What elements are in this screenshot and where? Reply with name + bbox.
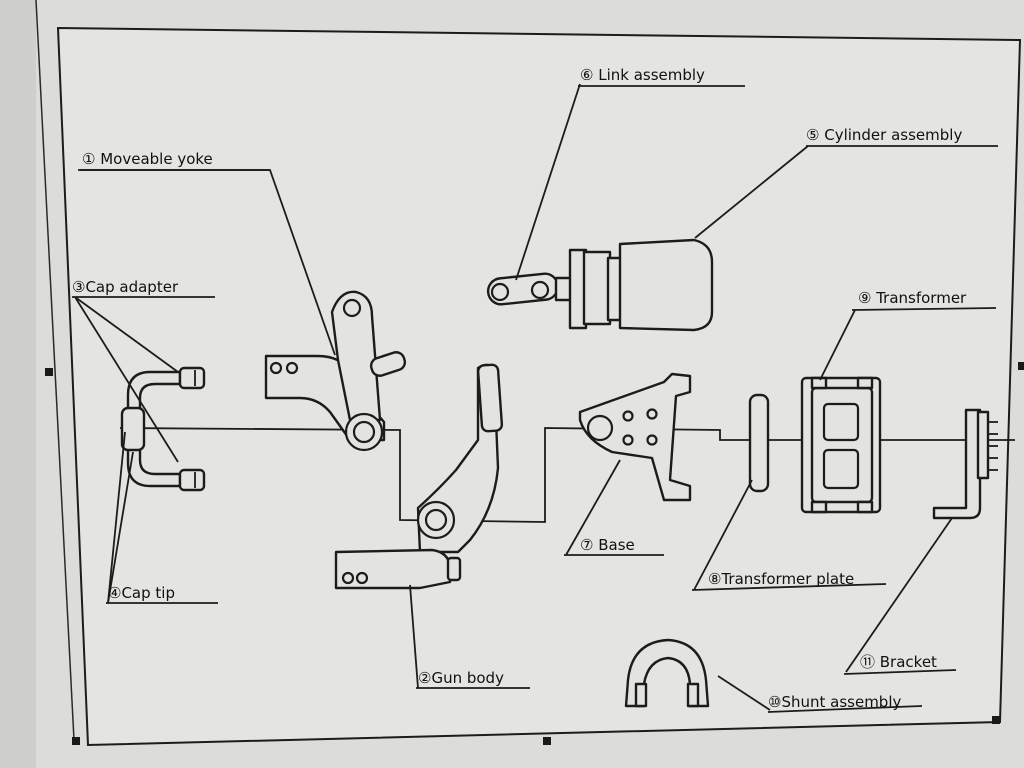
leader-cap-tip-2: [107, 451, 134, 604]
leader-transformer-plate: [693, 479, 753, 591]
cylinder-assembly-part: [554, 238, 714, 332]
assembly-centerline: [119, 427, 1015, 523]
cap-adapter-part: [126, 366, 206, 492]
leader-cylinder-assembly: [694, 145, 809, 239]
selection-handle[interactable]: [992, 716, 1000, 724]
cap-tip-part: [120, 406, 146, 452]
underline-bracket: [843, 669, 957, 675]
label-base: ⑦ Base: [580, 536, 635, 554]
selection-handle[interactable]: [45, 368, 53, 376]
underline-shunt-assembly: [767, 705, 923, 713]
base-part: [578, 372, 692, 502]
leader-base: [565, 459, 621, 556]
label-shunt-assembly: ⑩Shunt assembly: [768, 693, 901, 711]
frame-edge-line: [35, 0, 75, 741]
label-transformer-plate: ⑧Transformer plate: [708, 570, 854, 588]
leader-shunt-assembly: [717, 675, 771, 711]
selection-handle[interactable]: [1018, 362, 1024, 370]
label-cap-tip: ④Cap tip: [108, 584, 175, 602]
underline-transformer: [851, 307, 997, 311]
label-moveable-yoke: ① Moveable yoke: [82, 150, 213, 168]
label-cylinder-assembly: ⑤ Cylinder assembly: [806, 126, 962, 144]
moveable-yoke-part: [264, 290, 407, 452]
leader-bracket: [845, 517, 953, 673]
label-transformer: ⑨ Transformer: [858, 289, 967, 307]
selection-handle[interactable]: [72, 737, 80, 745]
label-bracket: ⑪ Bracket: [860, 653, 937, 671]
leader-cap-adapter-1: [74, 296, 179, 373]
leader-cap-tip-1: [107, 431, 126, 604]
shunt-assembly-part: [624, 638, 710, 708]
transformer-part: [800, 376, 882, 514]
label-gun-body: ②Gun body: [418, 669, 504, 687]
underline-transformer-plate: [691, 583, 887, 591]
leader-link-assembly: [515, 83, 581, 281]
selection-handle[interactable]: [543, 737, 551, 745]
label-link-assembly: ⑥ Link assembly: [580, 66, 705, 84]
leader-gun-body: [409, 584, 419, 689]
label-cap-adapter: ③Cap adapter: [72, 278, 179, 296]
leader-cap-adapter-2: [74, 296, 179, 463]
transformer-plate-part: [748, 393, 770, 493]
gun-body-part: [334, 363, 504, 590]
bracket-part: [932, 408, 998, 520]
link-assembly-part: [486, 272, 560, 306]
leader-transformer: [819, 309, 856, 381]
